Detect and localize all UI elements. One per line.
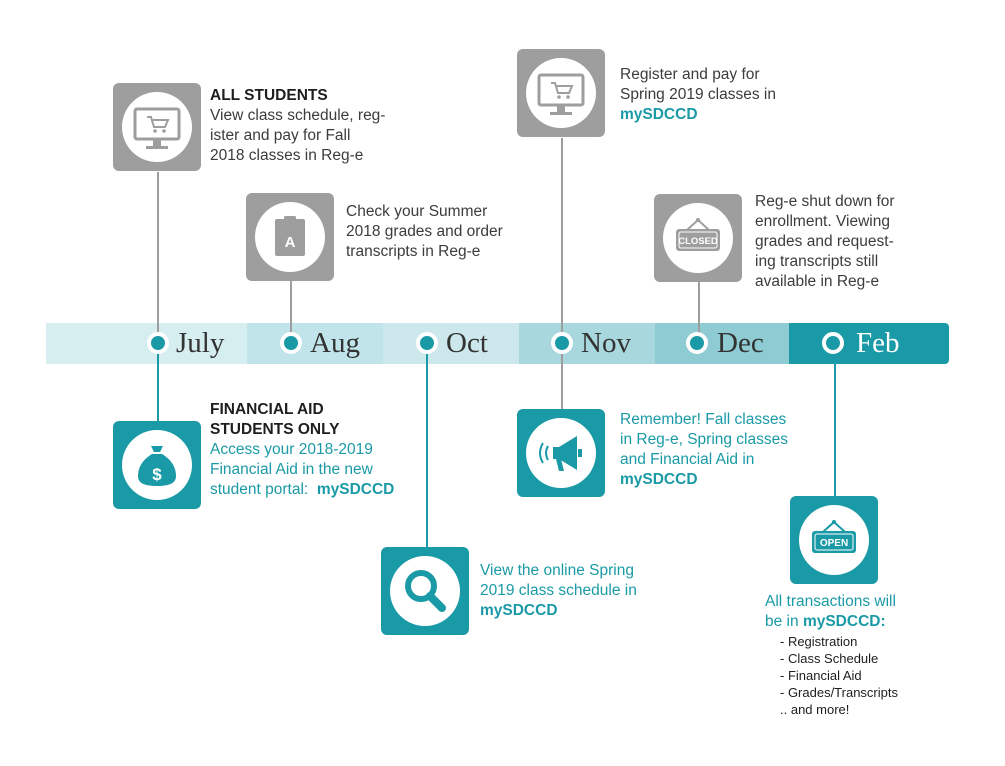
dec-icon-box: CLOSED [654, 194, 742, 282]
july-bottom-line-3-prefix: student portal: [210, 481, 309, 498]
band-segment-nov [519, 323, 655, 364]
dec-line-3: grades and request- [755, 233, 894, 250]
july-top-line-3: 2018 classes in Reg-e [210, 147, 364, 164]
timeline-dot-dec [686, 332, 708, 354]
july-bottom-text: FINANCIAL AID STUDENTS ONLY Access your … [210, 400, 450, 500]
feb-line-1: All transactions will [765, 593, 896, 610]
open-sign-icon: OPEN [812, 520, 856, 553]
july-bottom-line-2: Financial Aid in the new [210, 461, 373, 478]
nov-top-line-2: Spring 2019 classes in [620, 86, 776, 103]
aug-icon-box: A [246, 193, 334, 281]
megaphone-icon [539, 436, 582, 471]
month-label-july: July [176, 327, 225, 359]
clipboard-grade-icon: A [275, 216, 305, 256]
dec-line-5: available in Reg-e [755, 273, 880, 290]
magnifier-icon [405, 570, 446, 612]
band-segment-aug [247, 323, 383, 364]
oct-icon-box [381, 547, 469, 635]
nov-top-line-1: Register and pay for [620, 66, 760, 83]
oct-line-1: View the online Spring [480, 562, 634, 579]
closed-sign-text: CLOSED [678, 236, 718, 247]
timeline-dot-aug [280, 332, 302, 354]
timeline-dot-july [147, 332, 169, 354]
list-item: - Class Schedule [780, 651, 879, 666]
nov-bottom-line-3: and Financial Aid in [620, 451, 755, 468]
nov-bottom-line-2: in Reg-e, Spring classes [620, 431, 788, 448]
timeline-dot-nov [551, 332, 573, 354]
month-label-nov: Nov [581, 327, 631, 359]
money-bag-icon: $ [122, 430, 192, 500]
july-bottom-line-1: Access your 2018-2019 [210, 441, 373, 458]
feb-line-2: be in mySDCCD: [765, 612, 995, 632]
list-item: .. and more! [780, 702, 850, 717]
connector-feb [834, 352, 836, 498]
dec-line-2: enrollment. Viewing [755, 213, 890, 230]
band-segment-oct [383, 323, 519, 364]
july-bottom-line-3: student portal: mySDCCD [210, 480, 450, 500]
clipboard-letter: A [285, 234, 296, 251]
timeline-dot-oct [416, 332, 438, 354]
band-segment-feb [789, 323, 949, 364]
feb-icon-box: OPEN [790, 496, 878, 584]
connector-oct [426, 352, 428, 550]
closed-sign-icon: CLOSED [676, 218, 720, 251]
timeline-dot-feb [822, 332, 844, 354]
connector-nov-bottom [561, 352, 563, 410]
month-label-aug: Aug [310, 327, 360, 359]
july-top-text: ALL STUDENTS View class schedule, reg- i… [210, 86, 440, 166]
band-segment-dec [655, 323, 789, 364]
aug-line-1: Check your Summer [346, 203, 488, 220]
connector-aug [290, 280, 292, 334]
july-bottom-heading-1: FINANCIAL AID [210, 401, 324, 418]
july-top-heading: ALL STUDENTS [210, 87, 328, 104]
month-label-dec: Dec [717, 327, 764, 359]
nov-top-portal-name: mySDCCD [620, 106, 698, 123]
dec-line-4: ing transcripts still [755, 253, 879, 270]
nov-bottom-line-1: Remember! Fall classes [620, 411, 787, 428]
computer-cart-icon [537, 73, 585, 115]
month-label-feb: Feb [856, 327, 900, 359]
july-bottom-icon-box: $ [113, 421, 201, 509]
oct-portal-name: mySDCCD [480, 602, 558, 619]
july-top-icon-box [113, 83, 201, 171]
connector-nov-top [561, 138, 563, 334]
month-label-oct: Oct [446, 327, 488, 359]
connector-july-bottom [157, 352, 159, 422]
july-bottom-heading-2: STUDENTS ONLY [210, 421, 340, 438]
july-top-line-2: ister and pay for Fall [210, 127, 351, 144]
feb-text: All transactions will be in mySDCCD: [765, 592, 995, 632]
list-item: - Financial Aid [780, 668, 862, 683]
svg-text:$: $ [152, 465, 162, 484]
july-bottom-portal-name: mySDCCD [316, 481, 395, 498]
nov-top-text: Register and pay for Spring 2019 classes… [620, 65, 820, 125]
aug-line-2: 2018 grades and order [346, 223, 503, 240]
aug-line-3: transcripts in Reg-e [346, 243, 481, 260]
aug-text: Check your Summer 2018 grades and order … [346, 202, 546, 262]
feb-line-2-prefix: be in [765, 613, 799, 630]
nov-bottom-icon-box [517, 409, 605, 497]
dec-line-1: Reg-e shut down for [755, 193, 895, 210]
july-top-line-1: View class schedule, reg- [210, 107, 386, 124]
oct-text: View the online Spring 2019 class schedu… [480, 561, 680, 621]
oct-line-2: 2019 class schedule in [480, 582, 637, 599]
computer-cart-icon [133, 107, 181, 149]
list-item: - Registration [780, 634, 858, 649]
nov-top-icon-box [517, 49, 605, 137]
nov-bottom-portal-name: mySDCCD [620, 471, 698, 488]
feb-transaction-list: - Registration - Class Schedule - Financ… [780, 633, 980, 718]
nov-bottom-text: Remember! Fall classes in Reg-e, Spring … [620, 410, 840, 490]
list-item: - Grades/Transcripts [780, 685, 898, 700]
connector-dec [698, 282, 700, 334]
dec-text: Reg-e shut down for enrollment. Viewing … [755, 192, 955, 292]
feb-portal-name: mySDCCD: [802, 613, 886, 630]
band-segment-july [46, 323, 247, 364]
connector-july-top [157, 172, 159, 334]
open-sign-text: OPEN [820, 538, 848, 549]
